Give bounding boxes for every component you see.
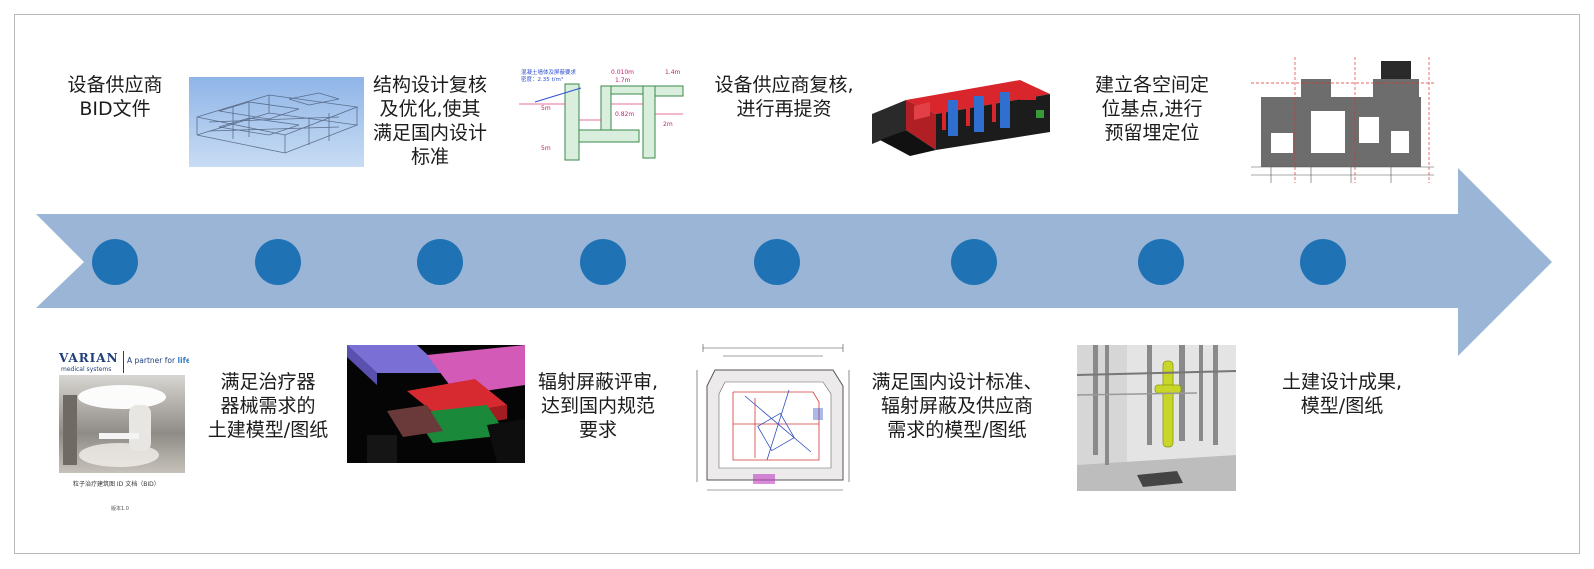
svg-text:2m: 2m: [663, 121, 673, 128]
grey-section-drawing: [1251, 57, 1434, 183]
structure-wireframe-image: [189, 77, 364, 167]
timeline-node-7: [1138, 239, 1184, 285]
timeline-node-3: [417, 239, 463, 285]
varian-logo-sub: medical systems: [61, 366, 112, 373]
varian-document-title: 粒子治疗建筑图 ID 文档（BID）: [73, 481, 160, 488]
varian-treatment-room-photo: [59, 375, 185, 473]
step-caption-civil-model: 满足治疗器 器械需求的 土建模型/图纸: [207, 371, 329, 441]
step-caption-supplier-review: 设备供应商复核, 进行再提资: [714, 74, 854, 120]
timeline-node-5: [754, 239, 800, 285]
svg-text:混凝土墙体及屏蔽要求: 混凝土墙体及屏蔽要求: [521, 68, 577, 76]
svg-text:5m: 5m: [541, 105, 551, 112]
timeline-node-8: [1300, 239, 1346, 285]
svg-text:1.7m: 1.7m: [615, 77, 631, 84]
timeline-node-4: [580, 239, 626, 285]
svg-text:5m: 5m: [541, 145, 551, 152]
step-caption-bid: 设备供应商 BID文件: [67, 74, 163, 120]
varian-tagline: A partner for life: [127, 357, 189, 365]
step-caption-positioning: 建立各空间定 位基点,进行 预留埋定位: [1094, 74, 1209, 144]
shielding-section-drawing: 混凝土墙体及屏蔽要求 密度：2.35 t/m³ 0.010m 1.4m 1.7m…: [515, 64, 691, 168]
step-caption-shielding-review: 辐射屏蔽评审, 达到国内规范 要求: [537, 371, 659, 441]
varian-tagline-a: A partner for: [127, 356, 176, 365]
varian-logo: VARIAN: [59, 351, 119, 365]
step-caption-civil-result: 土建设计成果, 模型/图纸: [1281, 371, 1403, 417]
varian-document-version: 版本1.0: [111, 506, 129, 512]
timeline-node-1: [92, 239, 138, 285]
timeline-node-6: [951, 239, 997, 285]
step-caption-combined-model: 满足国内设计标准、 辐射屏蔽及供应商 需求的模型/图纸: [871, 371, 1043, 441]
varian-bid-document-cover: VARIAN medical systems A partner for lif…: [55, 345, 189, 525]
svg-text:密度：2.35 t/m³: 密度：2.35 t/m³: [521, 75, 563, 83]
treatment-room-floor-plan: [693, 342, 855, 498]
timeline-node-2: [255, 239, 301, 285]
colored-block-model: [347, 345, 525, 463]
svg-text:1.4m: 1.4m: [665, 69, 681, 76]
svg-text:0.010m: 0.010m: [611, 69, 634, 76]
varian-tagline-b: life: [177, 356, 189, 365]
step-caption-structure-review: 结构设计复核 及优化,使其 满足国内设计 标准: [372, 74, 487, 168]
varian-logo-divider: [123, 351, 124, 373]
red-3d-room-model: [870, 70, 1058, 162]
svg-text:0.82m: 0.82m: [615, 111, 634, 118]
piping-render: [1077, 345, 1236, 491]
